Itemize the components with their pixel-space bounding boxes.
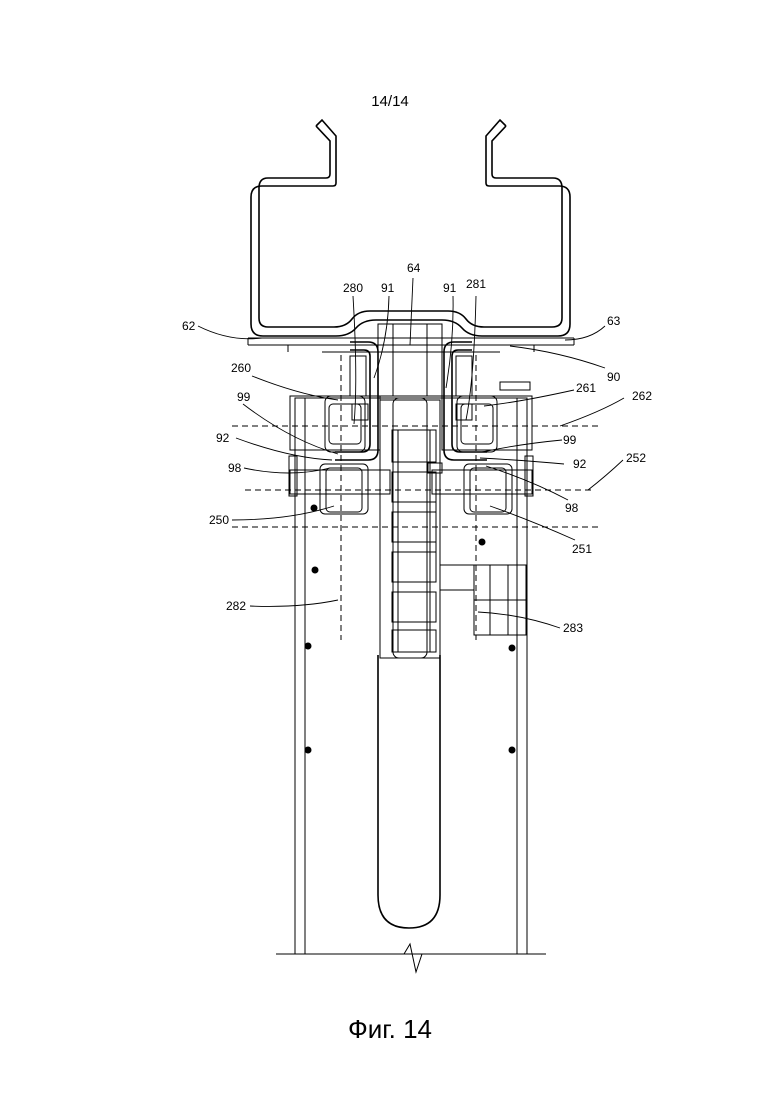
rail-profile — [251, 120, 570, 336]
label-99-right: 99 — [563, 433, 577, 447]
label-98-left: 98 — [228, 461, 242, 475]
housing-bolts — [305, 567, 516, 754]
label-252: 252 — [626, 451, 646, 465]
mounting-plate — [248, 324, 574, 396]
chain-gear-stack — [380, 398, 442, 658]
label-250: 250 — [209, 513, 229, 527]
reference-numerals: 62 63 64 90 91 91 280 281 260 261 262 99… — [182, 261, 652, 635]
label-261: 261 — [576, 381, 596, 395]
figure-caption: Фиг. 14 — [0, 1014, 780, 1045]
right-bolt-upper — [479, 539, 486, 546]
label-260: 260 — [231, 361, 251, 375]
label-281: 281 — [466, 277, 486, 291]
right-hook — [444, 342, 487, 460]
label-282: 282 — [226, 599, 246, 613]
label-251: 251 — [572, 542, 592, 556]
break-line — [276, 944, 546, 972]
label-283: 283 — [563, 621, 583, 635]
center-slot — [378, 655, 440, 928]
label-98-right: 98 — [565, 501, 579, 515]
label-92-left: 92 — [216, 431, 230, 445]
label-92-right: 92 — [573, 457, 587, 471]
label-91-left: 91 — [381, 281, 395, 295]
leader-lines — [198, 278, 624, 628]
label-280: 280 — [343, 281, 363, 295]
label-62: 62 — [182, 319, 196, 333]
label-90: 90 — [607, 370, 621, 384]
label-64: 64 — [407, 261, 421, 275]
label-99-left: 99 — [237, 390, 251, 404]
label-91-right: 91 — [443, 281, 457, 295]
label-262: 262 — [632, 389, 652, 403]
label-63: 63 — [607, 314, 621, 328]
rail-profile-inner — [259, 126, 562, 327]
